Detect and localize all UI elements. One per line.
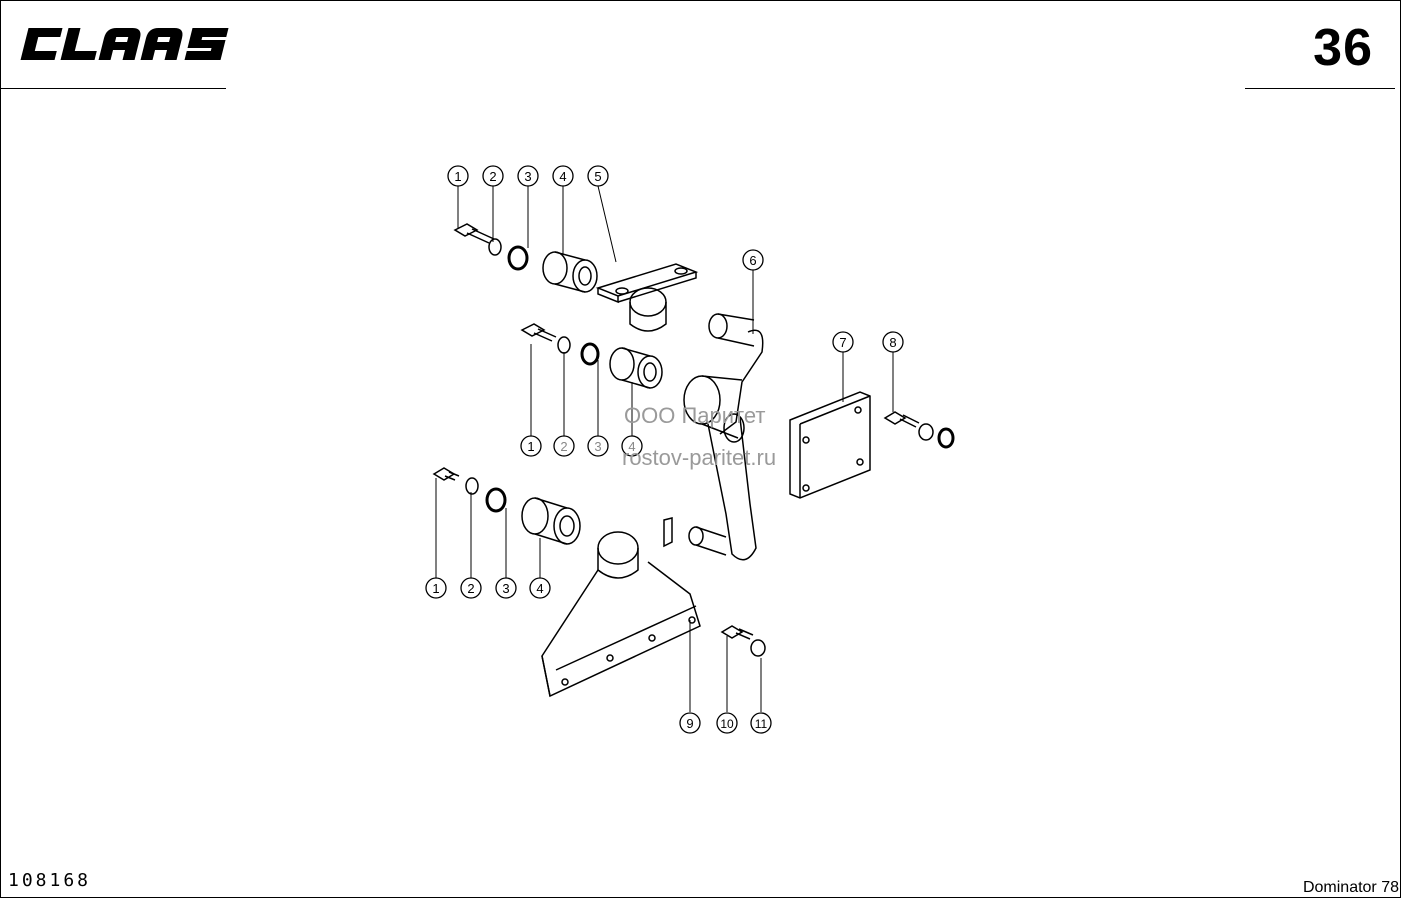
model-label: Dominator 78: [1302, 879, 1399, 896]
callout-7: [832, 331, 854, 353]
watermark-company: ООО Паритет: [624, 403, 765, 428]
callout-9: [679, 712, 701, 734]
plate-nut: [937, 427, 955, 449]
callout-11: [750, 712, 772, 734]
callout-label: 9: [686, 716, 693, 731]
callout-2: [482, 165, 504, 187]
bottom-washer: [750, 639, 766, 657]
callout-label: 2: [560, 439, 567, 454]
callout-6: [742, 249, 764, 271]
callout-3: [587, 435, 609, 457]
bottom-bolt: [720, 625, 754, 640]
bottom-bracket: [541, 517, 701, 698]
callout-4: [552, 165, 574, 187]
callout-2: [553, 435, 575, 457]
drawing-id: 108168: [8, 870, 92, 891]
row1-nut: [507, 245, 529, 271]
callout-10: [716, 712, 738, 734]
callout-1: [520, 435, 542, 457]
callout-4: [529, 577, 551, 599]
callout-label: 3: [502, 581, 509, 596]
callout-label: 8: [889, 335, 896, 350]
callout-label: 2: [489, 169, 496, 184]
callout-label: 6: [749, 253, 756, 268]
callout-8: [882, 331, 904, 353]
row3-nut: [485, 487, 507, 513]
callout-label: 4: [628, 439, 635, 454]
callout-label: 7: [839, 335, 846, 350]
row2-bolt: [520, 323, 557, 342]
header-rule-left: [0, 88, 226, 89]
plate-washer: [918, 423, 934, 441]
callout-5: [587, 165, 609, 187]
callout-2: [460, 577, 482, 599]
callout-1: [447, 165, 469, 187]
row3-washer: [465, 477, 479, 495]
page-number: 36: [1313, 19, 1373, 77]
callout-label: 2: [467, 581, 474, 596]
header-rule-right: [1245, 88, 1395, 89]
callout-label: 1: [454, 169, 461, 184]
mounting-plate: [789, 391, 871, 499]
callout-label: 11: [755, 717, 768, 731]
callout-label: 5: [594, 169, 601, 184]
callout-3: [495, 577, 517, 599]
callout-label: 1: [527, 439, 534, 454]
callout-4: [621, 435, 643, 457]
row2-nut: [580, 342, 600, 366]
callout-label: 4: [536, 581, 543, 596]
callout-1: [425, 577, 447, 599]
callout-label: 3: [594, 439, 601, 454]
row1-bolt: [453, 223, 495, 244]
claas-logo: [20, 28, 229, 60]
row1-washer: [488, 238, 502, 256]
lever-arm: [683, 313, 764, 561]
row2-bushing: [609, 347, 663, 389]
row3-bushing: [521, 497, 581, 545]
plate-bolt: [883, 411, 920, 428]
callout-label: 1: [432, 581, 439, 596]
callout-label: 4: [559, 169, 566, 184]
row2-washer: [557, 336, 571, 354]
row1-bushing: [542, 251, 598, 293]
watermark-url: rostov-paritet.ru: [622, 445, 776, 470]
row1-bracket: [595, 263, 699, 332]
row3-bolt: [432, 467, 460, 481]
callout-label: 3: [524, 169, 531, 184]
callout-3: [517, 165, 539, 187]
callout-label: 10: [720, 717, 734, 731]
